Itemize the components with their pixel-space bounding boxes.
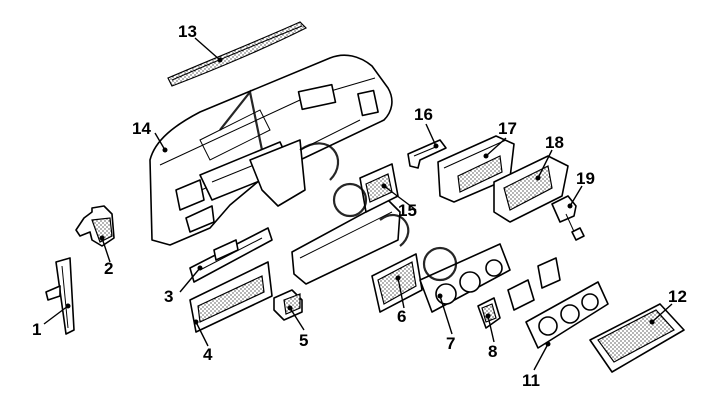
part-1-side-trim bbox=[45, 257, 75, 335]
callout-2: 2 bbox=[104, 259, 113, 278]
callout-labels: 13 14 2 1 3 4 5 6 7 8 11 12 15 16 17 18 … bbox=[32, 22, 687, 390]
callout-17: 17 bbox=[498, 119, 517, 138]
callout-13: 13 bbox=[178, 22, 197, 41]
part-5-switch-block bbox=[273, 289, 303, 321]
callout-1: 1 bbox=[32, 320, 41, 339]
callout-18: 18 bbox=[545, 133, 564, 152]
callout-11: 11 bbox=[522, 371, 540, 390]
callout-5: 5 bbox=[299, 331, 308, 350]
part-15-console-housing bbox=[291, 163, 401, 285]
part-8-small-gauge bbox=[477, 297, 501, 329]
callout-3: 3 bbox=[164, 287, 173, 306]
gauge-dials bbox=[507, 257, 561, 311]
callout-4: 4 bbox=[203, 345, 213, 364]
leader-lines bbox=[43, 37, 673, 371]
callout-15: 15 bbox=[398, 201, 417, 220]
part-2-bracket bbox=[75, 205, 115, 247]
callout-19: 19 bbox=[576, 169, 595, 188]
part-14-dashboard-panel bbox=[149, 54, 393, 246]
part-17-audio-unit bbox=[437, 135, 515, 203]
part-13-top-trim-strip bbox=[167, 21, 308, 87]
part-11-cluster-bezel bbox=[525, 281, 609, 349]
part-6-cluster-base bbox=[371, 253, 423, 313]
part-12-cluster-lens bbox=[589, 303, 685, 373]
callout-12: 12 bbox=[668, 287, 687, 306]
callout-16: 16 bbox=[414, 105, 433, 124]
part-19-lock-and-key bbox=[551, 195, 585, 241]
callout-7: 7 bbox=[446, 334, 455, 353]
callout-8: 8 bbox=[488, 342, 497, 361]
watermark bbox=[219, 89, 458, 282]
callout-6: 6 bbox=[397, 307, 406, 326]
callout-14: 14 bbox=[132, 119, 151, 138]
